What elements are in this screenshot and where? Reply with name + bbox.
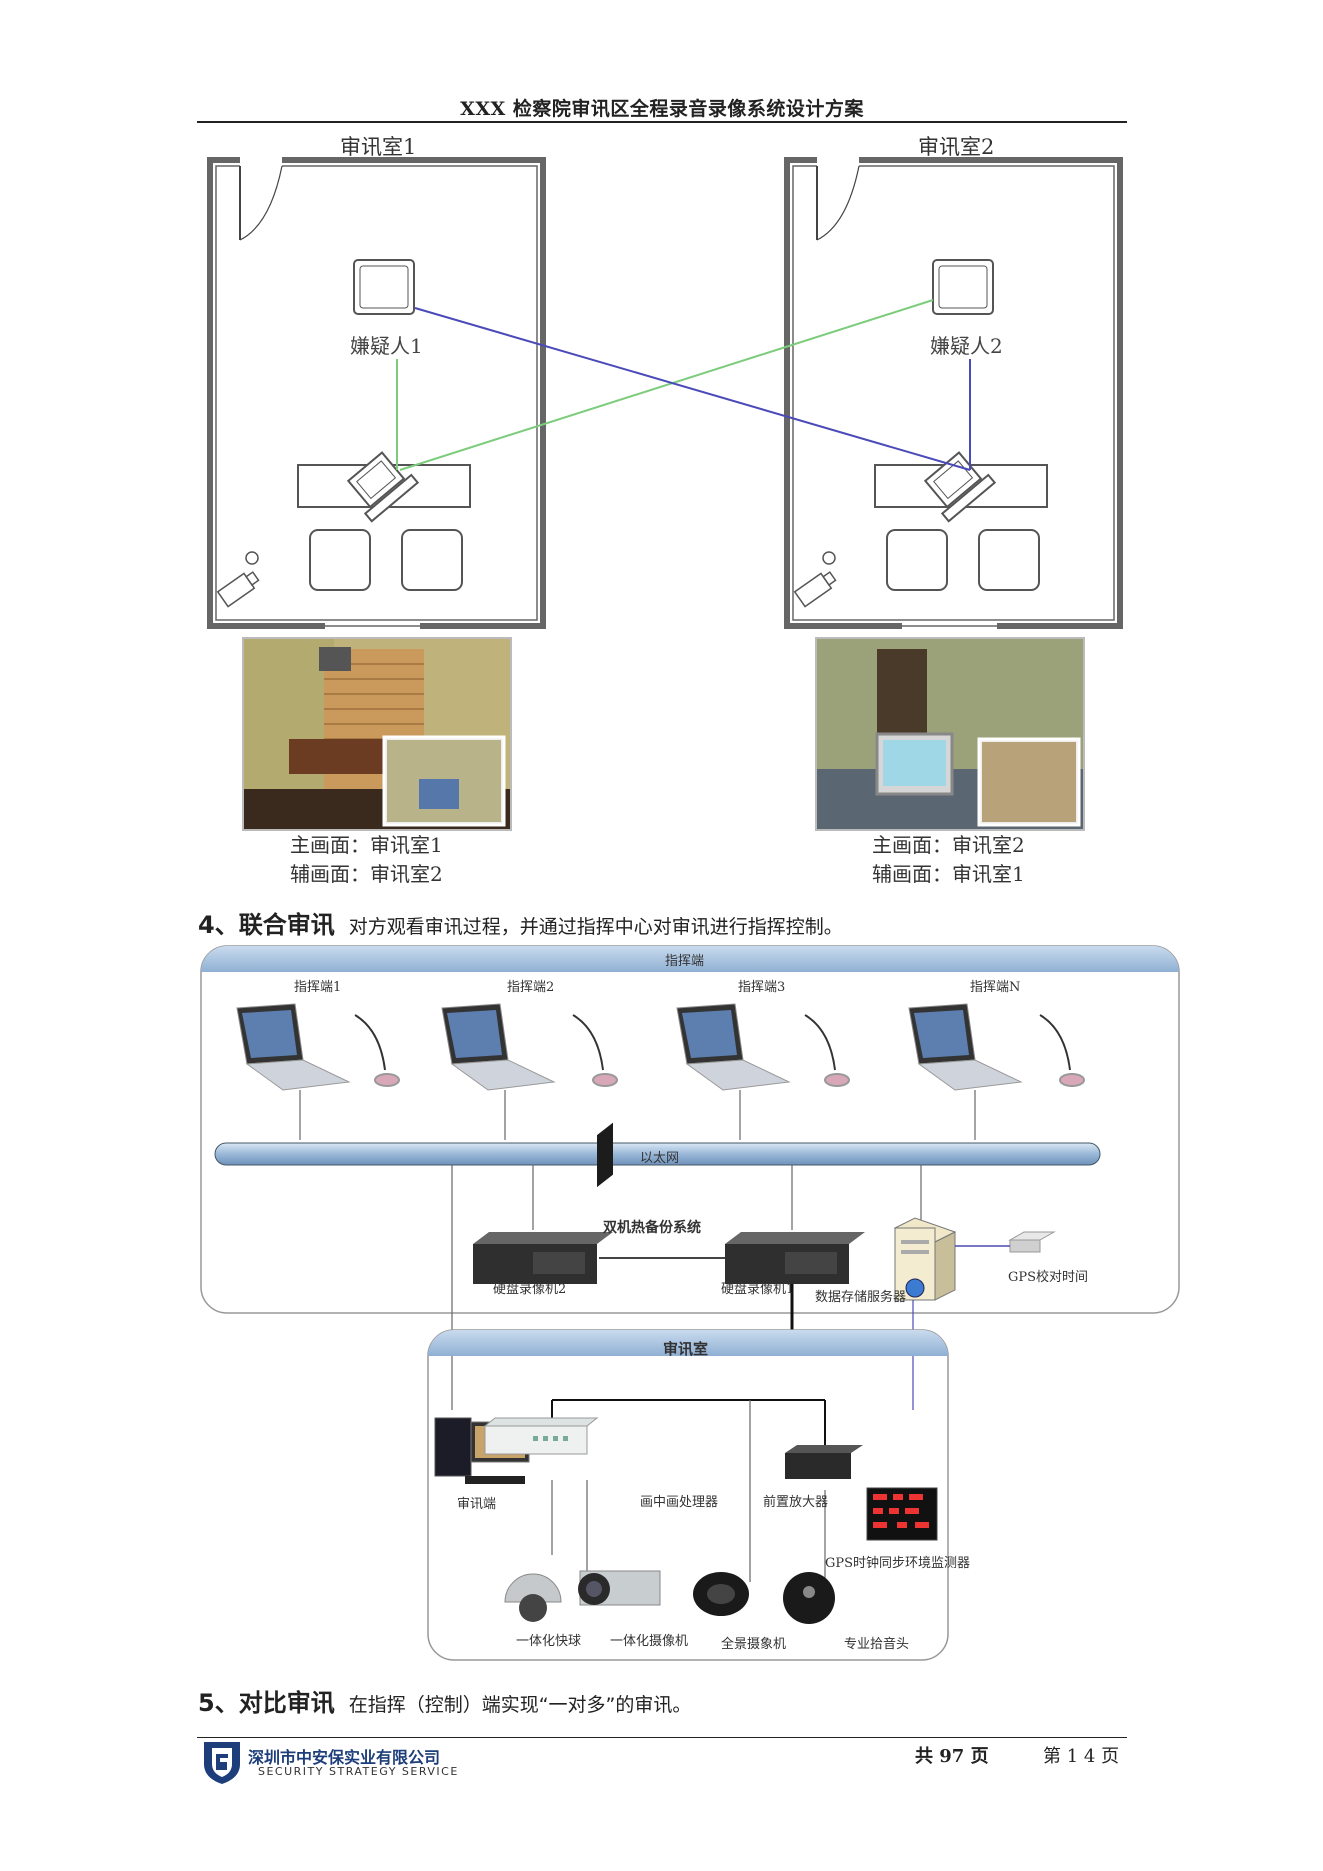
section-4-desc: 对方观看审讯过程，并通过指挥中心对审讯进行指挥控制。	[348, 916, 843, 938]
terminal-n-label: 指挥端N	[970, 980, 1021, 995]
dvr-1	[725, 1232, 865, 1284]
floorplan-diagram	[207, 155, 1123, 631]
room2-suspect-chair	[932, 259, 994, 315]
box-camera-label: 一体化摄像机	[610, 1634, 689, 1649]
pip-processor-label: 画中画处理器	[640, 1495, 719, 1510]
room1-monitor	[346, 451, 420, 523]
footer-company-name: 深圳市中安保实业有限公司	[248, 1748, 441, 1767]
right-photo-caption: 主画面：审讯室2 辅画面：审讯室1	[872, 831, 1025, 889]
section-4-number: 4、	[198, 911, 239, 939]
room2-photo	[815, 637, 1085, 831]
room-terminal-label: 审讯端	[457, 1497, 497, 1512]
sightline-green-cross	[399, 299, 934, 471]
left-main-caption: 主画面：审讯室1	[290, 833, 443, 857]
gps-env-label: GPS时钟同步环境监测器	[825, 1556, 971, 1571]
storage-server	[893, 1217, 957, 1301]
dvr-1-label: 硬盘录像机1	[721, 1282, 795, 1297]
hot-backup-label: 双机热备份系统	[603, 1220, 701, 1236]
terminal-2-label: 指挥端2	[507, 980, 555, 995]
command-band	[201, 946, 1179, 972]
footer-page-number: 第 1 4 页	[1043, 1746, 1120, 1767]
pickup-microphone	[783, 1572, 835, 1624]
right-aux-caption: 辅画面：审讯室1	[872, 862, 1025, 886]
terminal-3-label: 指挥端3	[738, 980, 786, 995]
ethernet-label: 以太网	[640, 1151, 680, 1166]
room1-title: 审讯室1	[340, 135, 417, 159]
panoramic-camera-label: 全景摄象机	[721, 1637, 787, 1652]
room1-suspect-chair	[353, 259, 415, 315]
dvr-2	[473, 1122, 613, 1284]
gps-time-label: GPS校对时间	[1008, 1270, 1089, 1285]
room2-mic	[822, 551, 836, 565]
laptop-2	[441, 1003, 556, 1091]
room-band-label: 审讯室	[663, 1340, 709, 1358]
footer-rule	[197, 1737, 1127, 1738]
dvr-2-label: 硬盘录像机2	[493, 1282, 567, 1297]
section-5-desc: 在指挥（控制）端实现“一对多”的审讯。	[348, 1694, 692, 1716]
footer-company-en: SECURITY STRATEGY SERVICE	[258, 1765, 459, 1778]
terminal-1-label: 指挥端1	[294, 980, 342, 995]
ethernet-pipe	[214, 1142, 1101, 1166]
room-band	[428, 1330, 948, 1356]
room2-title: 审讯室2	[918, 135, 995, 159]
room2-walls	[784, 157, 1123, 629]
room2-chair-a	[886, 529, 948, 591]
section-4-heading: 4、联合审讯对方观看审讯过程，并通过指挥中心对审讯进行指挥控制。	[198, 905, 843, 940]
room1-suspect-label: 嫌疑人1	[348, 330, 425, 359]
room2-suspect-label: 嫌疑人2	[928, 330, 1005, 359]
header-rule	[197, 121, 1127, 123]
room1-walls	[207, 157, 546, 629]
room1-chair-b	[401, 529, 463, 591]
left-photo-caption: 主画面：审讯室1 辅画面：审讯室2	[290, 831, 443, 889]
gps-time-unit	[1008, 1231, 1056, 1253]
storage-server-label: 数据存储服务器	[815, 1290, 907, 1305]
room1-camera	[216, 571, 260, 608]
pip-processor	[483, 1417, 599, 1455]
panoramic-camera	[693, 1572, 749, 1616]
network-diagram	[200, 945, 1180, 1661]
sightline-blue-cross	[414, 307, 971, 471]
section-5-title: 对比审讯	[238, 1689, 335, 1717]
room1-chair-a	[309, 529, 371, 591]
preamp-label: 前置放大器	[763, 1495, 829, 1510]
laptop-1	[236, 1003, 351, 1091]
company-logo-icon	[204, 1742, 240, 1784]
box-camera	[578, 1570, 661, 1606]
section-5-number: 5、	[198, 1689, 239, 1717]
pickup-mic-label: 专业拾音头	[844, 1637, 910, 1652]
speed-dome-camera	[504, 1573, 562, 1622]
left-aux-caption: 辅画面：审讯室2	[290, 862, 443, 886]
preamp-unit	[785, 1445, 863, 1479]
microphone-icons	[354, 1014, 1085, 1087]
speed-dome-label: 一体化快球	[516, 1634, 582, 1649]
laptop-3	[676, 1003, 791, 1091]
room2-camera	[793, 571, 837, 608]
room1-mic	[245, 551, 259, 565]
room2-chair-b	[978, 529, 1040, 591]
gps-env-monitor	[866, 1487, 938, 1541]
page-header-title: XXX 检察院审讯区全程录音录像系统设计方案	[460, 98, 864, 120]
room1-photo	[242, 637, 512, 831]
laptop-n	[908, 1003, 1023, 1091]
command-band-label: 指挥端	[665, 954, 705, 969]
footer-total-pages: 共 97 页	[915, 1746, 989, 1767]
section-5-heading: 5、对比审讯在指挥（控制）端实现“一对多”的审讯。	[198, 1683, 691, 1718]
section-4-title: 联合审讯	[238, 911, 335, 939]
right-main-caption: 主画面：审讯室2	[872, 833, 1025, 857]
